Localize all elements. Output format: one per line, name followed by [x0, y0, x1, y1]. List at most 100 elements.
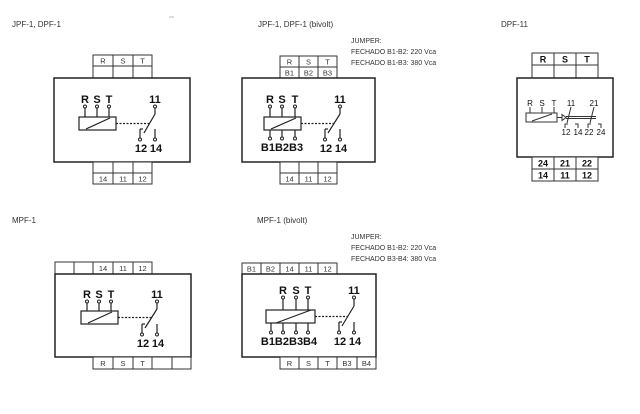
jumper-line: FECHADO B1-B2: 220 Vca: [351, 245, 437, 252]
relay-housing: [241, 77, 376, 163]
terminal-pin: [155, 332, 159, 337]
terminal-label: 11: [305, 175, 313, 184]
terminal-label: S: [562, 55, 568, 65]
terminal-label: S: [120, 359, 125, 368]
contact-label-nc: 12: [320, 143, 332, 155]
terminal-label: 11: [305, 265, 313, 274]
contact-output-label: 12: [562, 128, 571, 137]
terminal-label: 21: [560, 159, 570, 169]
terminal-label: 14: [99, 175, 107, 184]
terminal-pin: [83, 104, 87, 109]
diagram-title-dpf11: DPF-11: [501, 20, 528, 29]
coil-input-label: R: [266, 94, 274, 106]
terminal-cell: [151, 356, 173, 370]
coil-input-label: R: [279, 285, 287, 297]
coil-input-label: R: [83, 289, 91, 301]
terminal-pin: [155, 299, 159, 304]
terminal-pin: [140, 332, 144, 337]
coil-diagonal: [270, 117, 297, 130]
terminal-pin: [268, 136, 272, 141]
bottom-terminal-strip: 24 21 22 14 11 12: [531, 156, 599, 182]
diagram-jpf1-dpf1: R S T R S T 11 12 14: [53, 54, 191, 185]
coil-input-label: S: [539, 99, 544, 108]
terminal-label: 12: [138, 175, 146, 184]
contact-label-common: 11: [334, 94, 346, 106]
terminal-pin: [293, 104, 297, 109]
coil-input-label: T: [552, 99, 557, 108]
top-terminal-strip: R S T B1 B2 B3: [279, 55, 338, 79]
terminal-label: R: [100, 57, 106, 66]
terminal-cell: [298, 161, 319, 174]
bottom-terminal-strip: R S T: [92, 356, 192, 370]
contact-blade: [566, 106, 572, 124]
jumper-line: FECHADO B3-B4: 380 Vca: [351, 256, 437, 263]
terminal-pin: [352, 330, 356, 335]
terminal-cell: [356, 356, 377, 370]
terminal-pin: [281, 330, 285, 335]
diagram-title-mpf1-bivolt: MPF-1 (bivolt): [257, 216, 308, 225]
terminal-pin: [281, 295, 285, 300]
contact-label-nc: 12: [135, 143, 147, 155]
terminal-label: B2: [304, 69, 313, 78]
contact-label-common: 11: [151, 289, 163, 301]
terminal-cell: [553, 64, 577, 79]
terminal-label: B3: [323, 69, 332, 78]
terminal-pin: [306, 295, 310, 300]
coil-input-label: S: [95, 289, 102, 301]
terminal-label: 12: [582, 171, 592, 181]
contact-no: [598, 123, 602, 128]
terminal-label: B3: [342, 359, 351, 368]
coil-input-label: T: [292, 94, 299, 106]
relay-housing: [53, 77, 191, 163]
contact-label-no: 14: [335, 143, 348, 155]
terminal-label: 12: [323, 265, 331, 274]
terminal-pin: [268, 104, 272, 109]
terminal-label: 14: [538, 171, 548, 181]
terminal-cell: [112, 161, 134, 174]
terminal-label: 14: [285, 175, 293, 184]
terminal-label: B2: [266, 265, 275, 274]
terminal-label: 14: [285, 265, 293, 274]
contact-output-label: 24: [597, 128, 606, 137]
terminal-cell: [575, 64, 599, 79]
contact-blade: [341, 305, 355, 327]
terminal-label: 22: [582, 159, 592, 169]
terminal-pin: [138, 137, 142, 142]
terminal-pin: [338, 137, 342, 142]
coil-input-label: T: [108, 289, 115, 301]
terminal-pin: [109, 299, 113, 304]
coil-input-label: T: [106, 94, 113, 106]
diagram-title-jpf1-dpf1-bivolt: JPF-1, DPF-1 (bivolt): [258, 20, 334, 29]
diagram-jpf1-dpf1-bivolt: R S T B1 B2 B3 R S T B1B2B3 11: [241, 55, 376, 185]
coil-output-label: B1B2B3: [261, 142, 303, 154]
terminal-label: 14: [99, 264, 107, 273]
coil-diagonal: [85, 117, 111, 130]
terminal-label: 12: [323, 175, 331, 184]
terminal-label: T: [325, 359, 330, 368]
relay-housing: [241, 273, 377, 358]
terminal-label: B1: [247, 265, 256, 274]
terminal-label: 12: [138, 264, 146, 273]
jumper-line: FECHADO B1-B3: 380 Vca: [351, 60, 437, 67]
relay-housing: [54, 273, 192, 358]
terminal-cell: [171, 356, 192, 370]
terminal-label: R: [287, 359, 293, 368]
terminal-label: 11: [119, 264, 127, 273]
terminal-cell: [279, 161, 300, 174]
terminal-pin: [153, 137, 157, 142]
top-terminal-strip: R S T: [92, 54, 153, 79]
jumper-heading: JUMPER:: [351, 234, 382, 241]
terminal-cell: [73, 261, 94, 275]
terminal-pin: [352, 295, 356, 300]
arrow-icon: [561, 113, 567, 122]
terminal-pin: [95, 104, 99, 109]
terminal-label: T: [140, 57, 145, 66]
terminal-cell: [132, 161, 153, 174]
terminal-label: B1: [285, 69, 294, 78]
diagram-mpf1: 14 11 12 R S T 11 12 14: [54, 261, 192, 370]
bottom-terminal-strip: R S T B3 B4: [279, 356, 377, 370]
terminal-pin: [269, 330, 273, 335]
top-terminal-strip: B1 B2 14 11 12: [241, 262, 338, 275]
top-terminal-strip: R S T: [531, 52, 599, 79]
terminal-pin: [97, 299, 101, 304]
